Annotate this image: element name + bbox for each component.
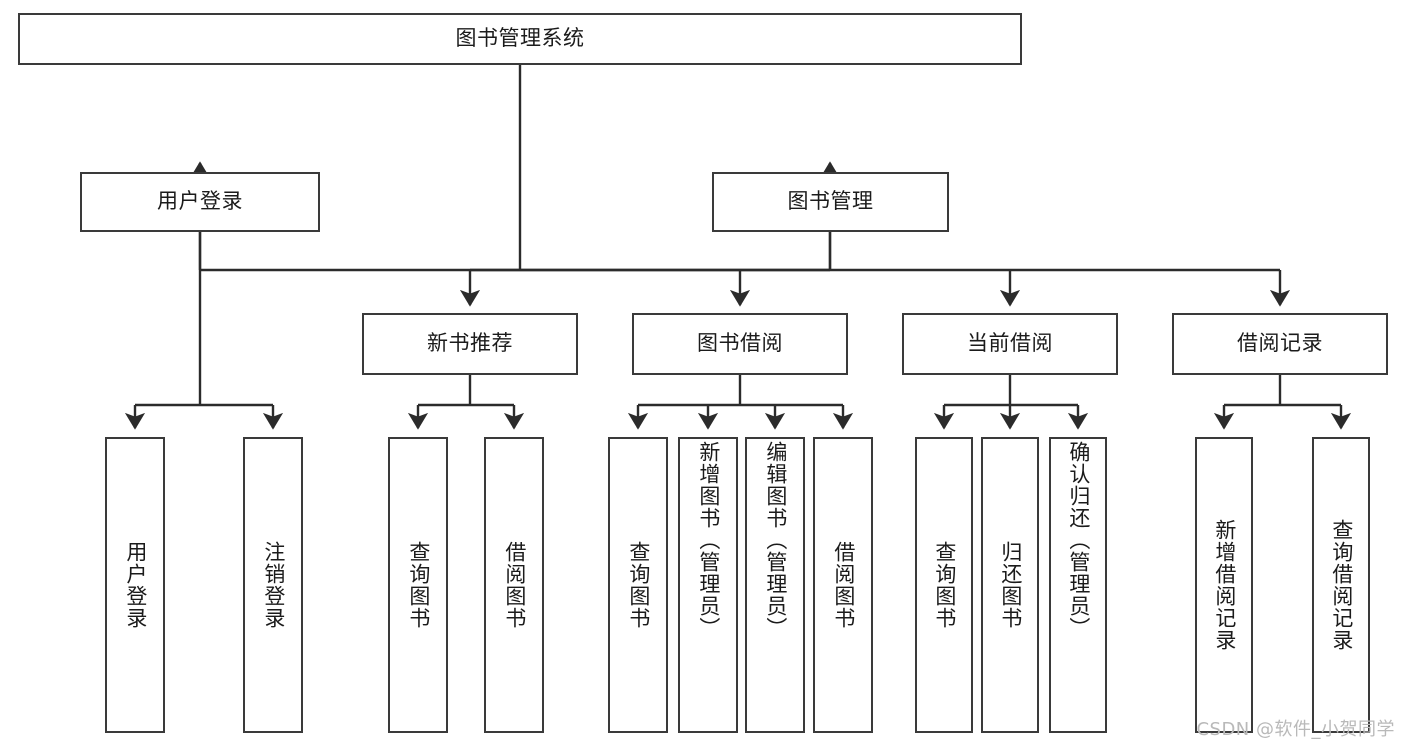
leaf-node[interactable]: 归还图书 bbox=[981, 437, 1039, 733]
leaf-node-label: 用户登录 bbox=[123, 541, 148, 629]
node-root[interactable]: 图书管理系统 bbox=[18, 13, 1022, 65]
leaf-node-label: 新增借阅记录 bbox=[1212, 519, 1237, 651]
watermark-text: CSDN @软件_小贺同学 bbox=[1196, 719, 1395, 740]
leaf-node-label: 查询借阅记录 bbox=[1329, 519, 1354, 651]
leaf-node-label: 查询图书 bbox=[626, 541, 651, 629]
node-user-login[interactable]: 用户登录 bbox=[80, 172, 320, 232]
leaf-node-label: 借阅图书 bbox=[831, 541, 856, 629]
leaf-node[interactable]: 查询图书 bbox=[915, 437, 973, 733]
leaf-node-label: 注销登录 bbox=[261, 541, 286, 629]
leaf-node-label: 借阅图书 bbox=[502, 541, 527, 629]
leaf-node-label: 归还图书 bbox=[998, 541, 1023, 629]
leaf-node-label: 确认归还（管理员） bbox=[1066, 441, 1091, 639]
node-root-label: 图书管理系统 bbox=[455, 26, 585, 51]
leaf-node[interactable]: 借阅图书 bbox=[484, 437, 544, 733]
leaf-node-label: 查询图书 bbox=[932, 541, 957, 629]
leaf-node[interactable]: 新增借阅记录 bbox=[1195, 437, 1253, 733]
leaf-node-label: 编辑图书（管理员） bbox=[763, 441, 788, 639]
node-borrow-record-label: 借阅记录 bbox=[1237, 331, 1323, 356]
leaf-node[interactable]: 借阅图书 bbox=[813, 437, 873, 733]
leaf-node[interactable]: 新增图书（管理员） bbox=[678, 437, 738, 733]
leaf-node[interactable]: 确认归还（管理员） bbox=[1049, 437, 1107, 733]
node-current-borrow-label: 当前借阅 bbox=[967, 331, 1053, 356]
node-book-borrow[interactable]: 图书借阅 bbox=[632, 313, 848, 375]
leaf-node-label: 新增图书（管理员） bbox=[696, 441, 721, 639]
node-book-management[interactable]: 图书管理 bbox=[712, 172, 949, 232]
leaf-node[interactable]: 查询图书 bbox=[388, 437, 448, 733]
node-book-management-label: 图书管理 bbox=[787, 189, 874, 214]
node-new-book-recommend[interactable]: 新书推荐 bbox=[362, 313, 578, 375]
leaf-node[interactable]: 注销登录 bbox=[243, 437, 303, 733]
leaf-node[interactable]: 查询借阅记录 bbox=[1312, 437, 1370, 733]
node-current-borrow[interactable]: 当前借阅 bbox=[902, 313, 1118, 375]
leaf-node[interactable]: 用户登录 bbox=[105, 437, 165, 733]
leaf-node[interactable]: 编辑图书（管理员） bbox=[745, 437, 805, 733]
leaf-node-label: 查询图书 bbox=[406, 541, 431, 629]
node-user-login-label: 用户登录 bbox=[157, 189, 243, 214]
leaf-node[interactable]: 查询图书 bbox=[608, 437, 668, 733]
node-borrow-record[interactable]: 借阅记录 bbox=[1172, 313, 1388, 375]
node-book-borrow-label: 图书借阅 bbox=[697, 331, 783, 356]
node-new-book-recommend-label: 新书推荐 bbox=[427, 331, 513, 356]
